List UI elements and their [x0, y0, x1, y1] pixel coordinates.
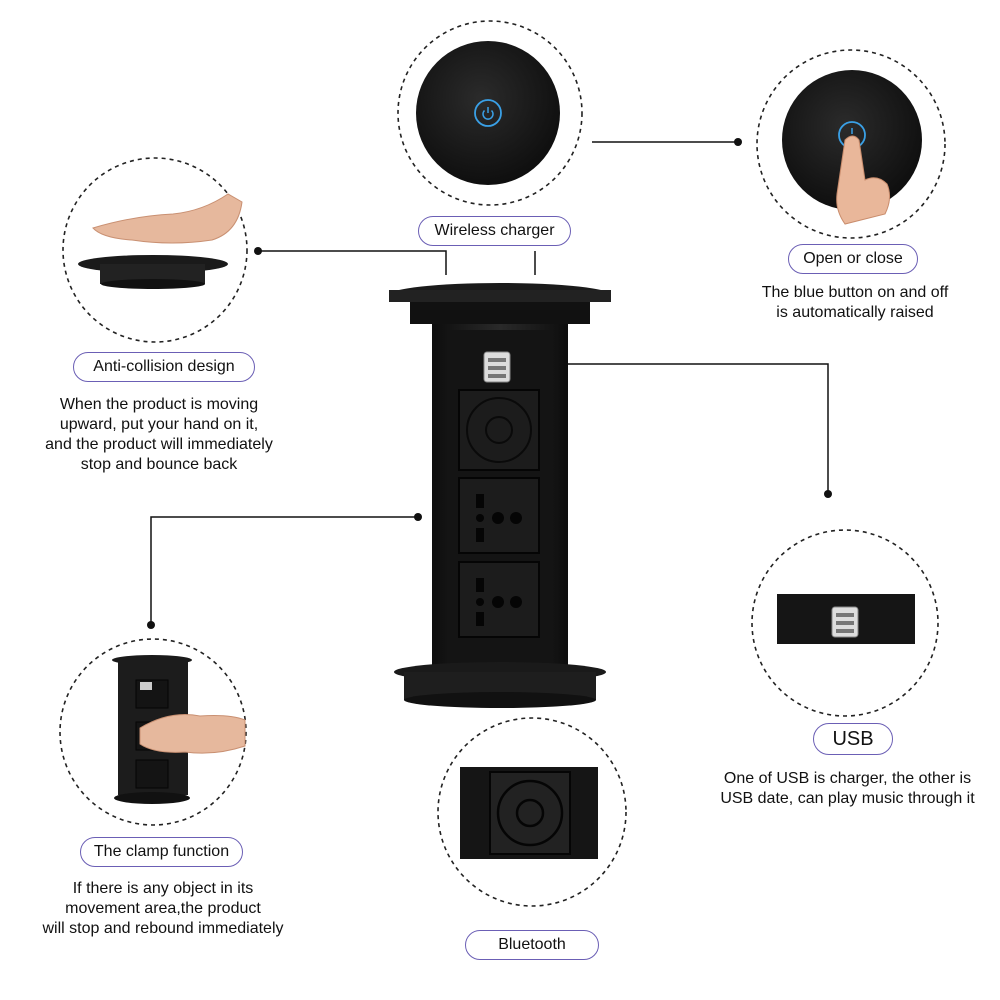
anti-collision-circle: [62, 157, 248, 343]
usb-desc-line: One of USB is charger, the other is: [723, 770, 972, 787]
open-close-description: The blue button on and off is automatica…: [735, 283, 975, 323]
anti-collision-label: Anti-collision design: [73, 352, 255, 382]
connector-lines: [150, 141, 829, 625]
anti-collision-desc-line: and the product will immediately: [45, 436, 273, 453]
open-close-desc-line: The blue button on and off: [761, 284, 949, 301]
clamp-hand-icon: [139, 714, 246, 754]
clamp-detail: [112, 655, 246, 804]
clamp-function-label: The clamp function: [80, 837, 243, 867]
anti-collision-desc-line: upward, put your hand on it,: [59, 416, 259, 433]
anti-collision-desc-line: stop and bounce back: [80, 456, 238, 473]
open-close-circle: [756, 49, 946, 239]
clamp-desc-line: will stop and rebound immediately: [42, 920, 284, 937]
main-product: [389, 283, 611, 708]
anti-collision-desc-line: When the product is moving: [59, 396, 259, 413]
open-close-label: Open or close: [788, 244, 918, 274]
wireless-charger-circle: [397, 20, 583, 206]
wireless-charger-disc: [416, 41, 560, 185]
clamp-desc-line: movement area,the product: [65, 900, 261, 917]
wireless-charger-label: Wireless charger: [418, 216, 571, 246]
usb-desc-line: USB date, can play music through it: [720, 790, 975, 807]
bluetooth-circle: [437, 717, 627, 907]
bluetooth-detail: [460, 767, 598, 859]
anti-collision-lid: [78, 255, 228, 289]
hand-icon: [92, 193, 243, 244]
bluetooth-module: [458, 389, 540, 471]
callout-circles: [59, 20, 946, 907]
usb-detail: [777, 594, 915, 644]
clamp-function-description: If there is any object in its movement a…: [18, 879, 308, 939]
anti-collision-description: When the product is moving upward, put y…: [19, 395, 299, 475]
usb-circle: [751, 529, 939, 717]
finger-icon: [836, 135, 891, 225]
power-icon: [482, 109, 494, 120]
usb-description: One of USB is charger, the other is USB …: [700, 769, 995, 809]
clamp-circle: [59, 638, 247, 826]
usb-label: USB: [813, 723, 893, 755]
open-close-desc-line: is automatically raised: [776, 304, 934, 321]
bluetooth-label: Bluetooth: [465, 930, 599, 960]
clamp-desc-line: If there is any object in its: [72, 880, 254, 897]
